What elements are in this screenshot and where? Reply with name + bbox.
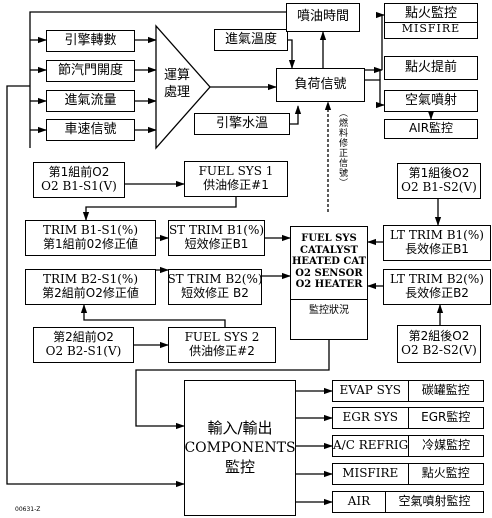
trim-b1-s1-box: TRIM B1-S1(%) 第1組前02修正値 [25,220,156,256]
injection-time-label: 噴油時間 [296,9,349,25]
output-egr-name: EGR監控 [407,408,484,428]
b2-rear-o2-line1: 第2組後O2 [408,329,470,344]
monitor-line-fuel-sys: FUEL SYS [301,233,357,244]
output-misfire-box: MISFIRE 點火監控 [332,463,484,485]
trim-b2-s1-line2: 第2組前O2修正値 [42,286,139,300]
output-evap-code: EVAP SYS [339,383,402,398]
ignition-advance-label: 點火提前 [404,59,457,75]
b2-front-o2-line2: O2 B2-S1(V) [45,344,122,358]
fuel-sys-2-box: FUEL SYS 2 供油修正#2 [168,327,276,363]
intake-air-flow-label: 進氣流量 [64,92,117,108]
misfire-monitor-box: 點火監控 MISFIRE [384,3,478,39]
fuel-sys-2-line1: FUEL SYS 2 [184,330,260,345]
fuel-sys-1-line2: 供油修正#1 [203,178,269,192]
output-misfire-name: 點火監控 [407,464,484,484]
vehicle-speed-box: 車速信號 [46,119,135,141]
figure-code: 00631-Z [15,506,41,513]
processor-label: 運算 處理 [163,68,190,100]
output-ac-box: A/C REFRIG 冷媒監控 [332,435,484,457]
b1-front-o2-line1: 第1組前O2 [48,165,110,180]
lt-trim-b1-line2: 長效修正B1 [405,242,469,256]
output-evap-name: 碳罐監控 [407,381,484,401]
st-trim-b2-line1: ST TRIM B2(%) [167,272,263,287]
misfire-monitor-title: 點火監控 [404,5,457,21]
b2-front-o2-box: 第2組前O2 O2 B2-S1(V) [33,327,134,363]
output-air-name: 空氣噴射監控 [385,492,483,512]
b2-rear-o2-box: 第2組後O2 O2 B2-S2(V) [397,325,481,363]
monitor-center-footer: 監控狀況 [309,304,349,316]
b2-front-o2-line1: 第2組前O2 [53,330,114,345]
injection-time-box: 噴油時間 [286,3,360,32]
b1-front-o2-box: 第1組前O2 O2 B1-S1(V) [33,162,125,198]
engine-rpm-box: 引擎轉數 [46,30,135,52]
air-monitor-label: AIR監控 [408,121,454,136]
b1-rear-o2-box: 第1組後O2 O2 B1-S2(V) [397,163,481,199]
trim-b2-s1-box: TRIM B2-S1(%) 第2組前O2修正値 [25,269,156,305]
lt-trim-b1-box: LT TRIM B1(%) 長效修正B1 [383,225,491,261]
components-line3: 監控 [224,458,255,477]
output-egr-box: EGR SYS EGR監控 [332,407,484,429]
fuel-sys-1-line1: FUEL SYS 1 [198,164,274,179]
load-signal-box: 負荷信號 [276,68,365,102]
coolant-temp-label: 引擎水溫 [215,115,268,131]
b2-rear-o2-line2: O2 B2-S2(V) [401,343,477,357]
fuel-correction-note: （燃料修正信號） [337,108,347,188]
throttle-opening-label: 節汽門開度 [57,62,123,78]
coolant-temp-box: 引擎水溫 [194,113,290,135]
trim-b2-s1-line1: TRIM B2-S1(%) [42,272,138,287]
components-box: 輸入/輸出 COMPONENTS 監控 [184,380,296,516]
monitor-line-heated-cat: HEATED CAT [291,256,367,267]
b1-rear-o2-line1: 第1組後O2 [408,166,470,181]
monitor-center-divider [291,298,367,300]
fuel-sys-2-line2: 供油修正#2 [189,344,255,358]
output-evap-box: EVAP SYS 碳罐監控 [332,380,484,402]
output-ac-name: 冷媒監控 [408,436,483,456]
st-trim-b2-line2: 短效修正 B2 [181,286,249,300]
intake-temp-label: 進氣溫度 [224,31,277,47]
output-ac-code: A/C REFRIG [333,438,409,453]
components-line2: COMPONENTS [184,439,296,456]
load-signal-label: 負荷信號 [294,76,347,92]
trim-b1-s1-line2: 第1組前02修正値 [43,237,138,251]
monitor-line-catalyst: CATALYST [299,244,359,256]
intake-temp-box: 進氣溫度 [214,29,288,51]
vehicle-speed-label: 車速信號 [64,121,117,137]
monitor-center-box: FUEL SYS CATALYST HEATED CAT O2 SENSOR O… [290,226,368,340]
fuel-sys-1-box: FUEL SYS 1 供油修正#1 [184,161,288,197]
output-air-box: AIR 空氣噴射監控 [332,491,484,513]
throttle-opening-box: 節汽門開度 [46,60,135,82]
monitor-line-o2-heater: O2 HEATER [295,279,363,290]
intake-air-flow-box: 進氣流量 [46,90,135,112]
st-trim-b1-box: ST TRIM B1(%) 短效修正B1 [168,220,265,256]
lt-trim-b1-line1: LT TRIM B1(%) [390,228,484,243]
output-egr-code: EGR SYS [342,410,399,425]
output-air-code: AIR [347,494,371,509]
air-monitor-box: AIR監控 [384,119,478,139]
lt-trim-b2-line2: 長效修正B2 [405,286,469,300]
output-misfire-code: MISFIRE [342,466,399,481]
b1-front-o2-line2: O2 B1-S1(V) [41,179,117,193]
air-injection-box: 空氣噴射 [384,90,478,112]
monitor-line-o2-sensor: O2 SENSOR [295,267,363,279]
lt-trim-b2-box: LT TRIM B2(%) 長效修正B2 [383,269,491,305]
air-injection-label: 空氣噴射 [404,92,457,108]
ignition-advance-box: 點火提前 [384,56,478,80]
misfire-monitor-divider [385,21,477,23]
engine-rpm-label: 引擎轉數 [64,32,117,48]
st-trim-b1-line2: 短效修正B1 [184,237,249,251]
components-line1: 輸入/輸出 [207,419,273,438]
lt-trim-b2-line1: LT TRIM B2(%) [390,272,484,287]
trim-b1-s1-line1: TRIM B1-S1(%) [42,223,138,238]
st-trim-b1-line1: ST TRIM B1(%) [168,223,265,238]
st-trim-b2-box: ST TRIM B2(%) 短效修正 B2 [167,269,263,305]
misfire-monitor-sub: MISFIRE [401,21,461,35]
b1-rear-o2-line2: O2 B1-S2(V) [401,180,477,194]
